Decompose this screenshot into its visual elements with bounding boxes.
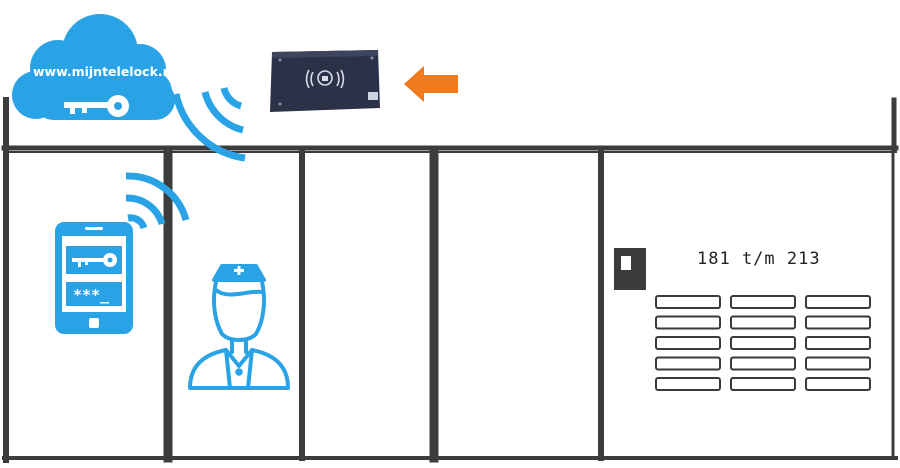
mailbox-slot — [731, 296, 795, 308]
mailbox-slot — [656, 337, 720, 349]
mailbox-slot — [806, 337, 870, 349]
mailbox-range: 181 t/m 213 — [697, 249, 821, 269]
phone-signal-icon — [126, 176, 186, 228]
smartphone-icon: ***_ — [55, 222, 133, 334]
cloud-icon: www.mijntelelock.nl — [12, 14, 176, 120]
mailbox-slot — [731, 317, 795, 329]
telelock-device-icon — [270, 50, 380, 112]
mailbox-slot — [656, 317, 720, 329]
mailbox-slot — [731, 358, 795, 370]
pin-text: ***_ — [73, 286, 110, 304]
mailbox-slot — [806, 296, 870, 308]
mailbox-slot — [656, 296, 720, 308]
cloud-url: www.mijntelelock.nl — [33, 64, 176, 79]
mailbox-slot — [731, 378, 795, 390]
intercom-keypad-icon — [614, 248, 646, 290]
mailbox-slot — [806, 317, 870, 329]
mailbox-slot-grid — [656, 296, 870, 390]
mailbox-slot — [656, 378, 720, 390]
mailbox-slot — [656, 358, 720, 370]
nurse-icon — [190, 266, 288, 388]
mailbox-slot — [806, 378, 870, 390]
mailbox-slot — [806, 358, 870, 370]
arrow-left-icon — [404, 66, 458, 102]
building-frame — [4, 100, 896, 460]
mailbox-slot — [731, 337, 795, 349]
